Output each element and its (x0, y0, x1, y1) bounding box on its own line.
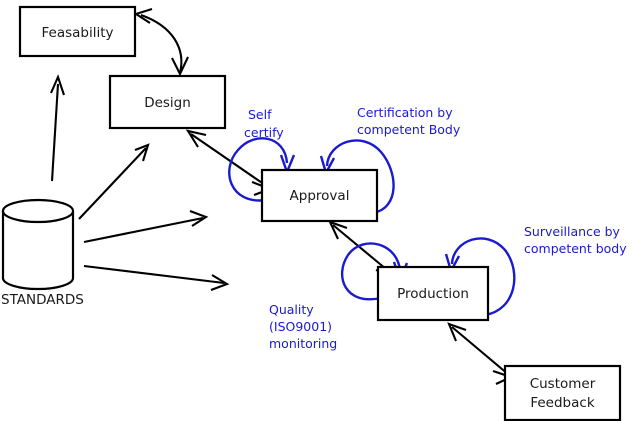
loop-label-surveillance-body: Surveillance by competent body (524, 224, 627, 256)
loop-label-self-certify-line1: Self (248, 107, 272, 122)
node-approval[interactable]: Approval (260, 168, 379, 223)
node-production[interactable]: Production (376, 265, 490, 322)
loop-label-self-certify: Self certify (244, 107, 284, 140)
node-feasability[interactable]: Feasability (18, 5, 137, 58)
loop-label-self-certify-line2: certify (244, 125, 284, 140)
node-customer-feedback[interactable]: Customer Feedback (503, 364, 622, 421)
loop-label-quality-monitoring-line3: monitoring (269, 336, 337, 351)
connection-standards-to-design (78, 143, 150, 220)
loop-label-quality-monitoring-line1: Quality (269, 302, 314, 317)
node-customer-feedback-label-line2: Feedback (530, 395, 594, 411)
loop-label-surveillance-body-line1: Surveillance by (524, 224, 621, 239)
loop-label-certification-body: Certification by competent Body (357, 105, 461, 137)
node-approval-label: Approval (290, 188, 350, 204)
loop-label-surveillance-body-line2: competent body (524, 241, 627, 256)
loop-label-quality-monitoring-line2: (ISO9001) (269, 319, 332, 334)
loop-label-quality-monitoring: Quality (ISO9001) monitoring (269, 302, 337, 351)
connection-feasability-to-design (133, 7, 189, 77)
node-production-label: Production (397, 286, 469, 302)
connection-production-to-customer (447, 322, 514, 385)
node-design-label: Design (144, 95, 191, 111)
node-customer-feedback-label-line1: Customer (530, 376, 596, 392)
node-feasability-label: Feasability (41, 25, 113, 41)
node-standards-label: STANDARDS (1, 292, 84, 308)
loop-label-certification-body-line2: competent Body (357, 122, 461, 137)
loop-label-certification-body-line1: Certification by (357, 105, 453, 120)
connection-standards-to-approval (83, 210, 209, 244)
node-standards-cylinder[interactable]: STANDARDS (1, 198, 84, 308)
connection-standards-to-feasability (50, 74, 65, 182)
connection-standards-to-production (83, 264, 230, 291)
node-design[interactable]: Design (108, 74, 227, 130)
connection-design-to-approval (185, 129, 273, 196)
